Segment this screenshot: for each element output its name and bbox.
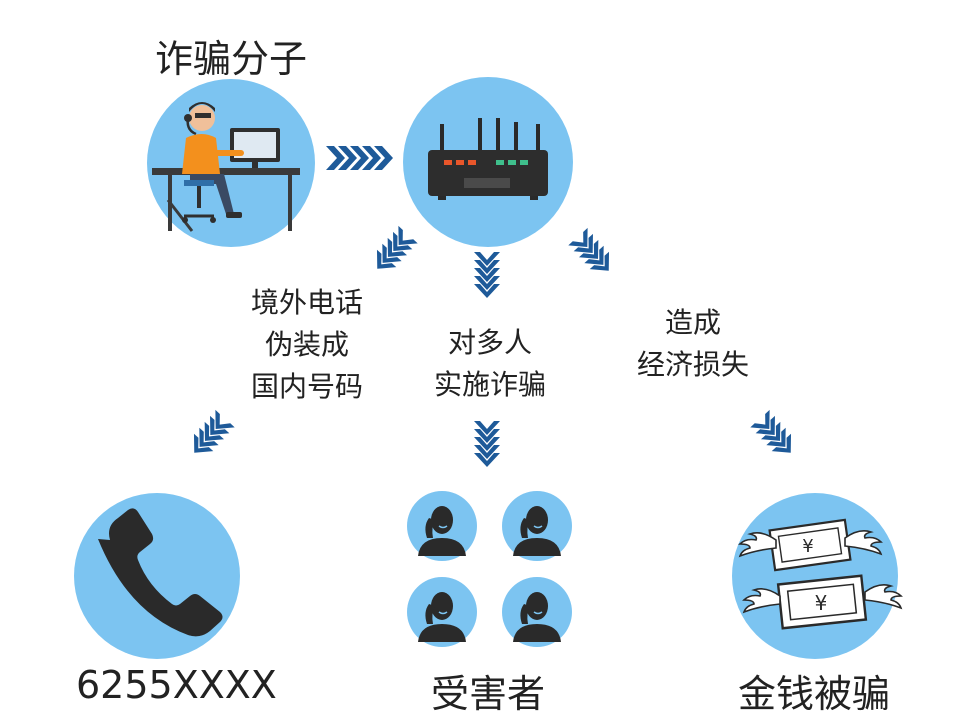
scammer-computer-icon: [147, 79, 315, 247]
victims-label: 受害者: [431, 672, 546, 716]
flying-money-icon: ¥ ¥: [732, 493, 902, 659]
victim-icon: [407, 491, 572, 647]
right-path-line-1: 造成: [664, 306, 721, 339]
arrow-router-center: [474, 252, 500, 298]
center-path-line-1: 对多人: [447, 326, 532, 359]
left-path-line-1: 境外电话: [250, 286, 363, 319]
arrow-to-victims: [474, 421, 500, 467]
right-path-line-2: 经济损失: [636, 348, 749, 381]
arrow-to-money: [750, 410, 800, 462]
arrow-router-left: [368, 226, 418, 278]
yen-sign-2: ¥: [815, 591, 828, 615]
yen-sign-1: ¥: [802, 536, 813, 557]
arrow-to-phone: [185, 410, 235, 462]
center-path-line-2: 实施诈骗: [433, 368, 546, 401]
phone-icon: [74, 493, 240, 659]
left-path-text: 境外电话 伪装成 国内号码: [232, 282, 382, 408]
phone-number-label: 6255XXXX: [76, 663, 277, 707]
router-icon: [403, 77, 573, 247]
scammer-label: 诈骗分子: [155, 37, 308, 81]
left-path-line-2: 伪装成: [264, 328, 349, 361]
right-path-text: 造成 经济损失: [618, 302, 768, 386]
money-lost-label: 金钱被骗: [738, 672, 891, 716]
arrow-to-router: [326, 146, 393, 170]
left-path-line-3: 国内号码: [250, 370, 363, 403]
arrow-router-right: [568, 228, 618, 280]
center-path-text: 对多人 实施诈骗: [415, 322, 565, 406]
